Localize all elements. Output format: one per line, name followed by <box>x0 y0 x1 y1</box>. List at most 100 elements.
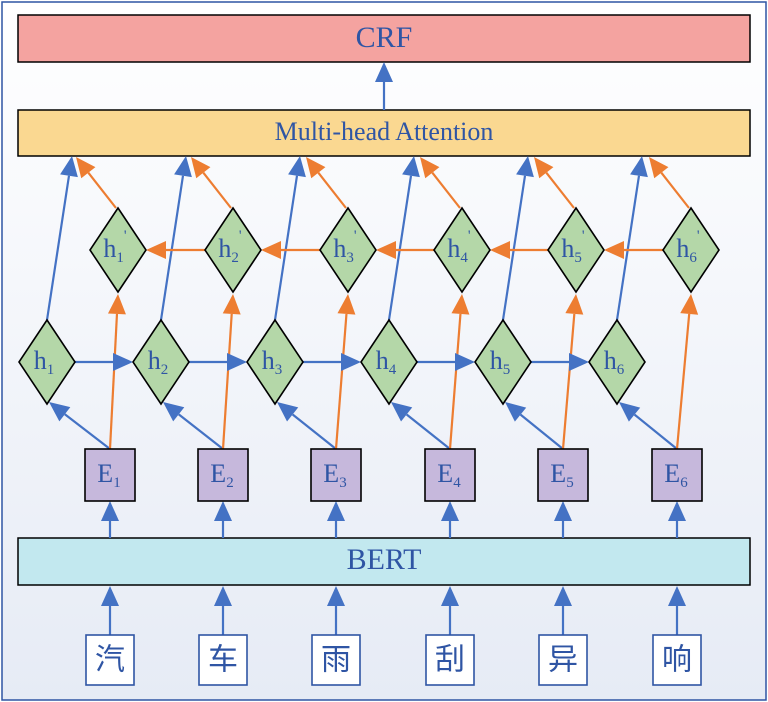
token-6-to-bert-arrow <box>668 586 686 635</box>
backward-6-to-attention-arrow <box>649 157 690 209</box>
backward-state-2-label: h2' <box>218 228 242 266</box>
crf-label: CRF <box>356 21 413 54</box>
backward-1-to-attention-arrow <box>76 157 117 209</box>
forward-state-1 <box>18 318 76 406</box>
embedding-2-to-forward-arrow <box>163 402 224 450</box>
bert-to-embedding-5-arrow <box>554 501 572 538</box>
forward-state-2-label: h2 <box>148 346 169 378</box>
token-2-box <box>198 634 248 686</box>
embedding-4 <box>424 448 476 502</box>
embedding-4-label: E4 <box>437 459 461 491</box>
backward-state-1-label: h1' <box>103 228 127 266</box>
backward-2-to-attention-arrow <box>191 157 232 209</box>
token-1-label: 汽 <box>95 643 125 678</box>
forward-5-to-attention-arrow <box>501 156 534 321</box>
nodes-layer: h1 h1' E1 汽 h2 h2' E2 车 h3 h3' E3 雨 h4 h4' E4 刮 h5 h5' E5 异… <box>18 206 720 686</box>
embedding-2-label: E2 <box>210 459 233 491</box>
forward-3-to-4-arrow <box>303 353 361 371</box>
bert-to-embedding-2-arrow <box>214 501 232 538</box>
backward-state-6 <box>662 206 720 294</box>
backward-state-4 <box>433 206 491 294</box>
backward-state-2 <box>204 206 262 294</box>
forward-3-to-attention-arrow <box>273 156 306 321</box>
forward-state-3 <box>246 318 304 406</box>
forward-state-3-label: h3 <box>262 346 283 378</box>
forward-state-4-label: h4 <box>376 346 397 378</box>
backward-state-5-label: h5' <box>561 228 585 266</box>
token-3-label: 雨 <box>321 643 351 678</box>
forward-4-to-attention-arrow <box>387 156 420 321</box>
forward-state-6 <box>588 318 646 406</box>
embedding-1-label: E1 <box>97 459 120 491</box>
forward-4-to-5-arrow <box>417 353 475 371</box>
attention-label: Multi-head Attention <box>275 117 494 146</box>
forward-2-to-attention-arrow <box>159 156 192 321</box>
backward-state-3-label: h3' <box>333 228 357 266</box>
backward-3-to-2-arrow <box>261 241 320 259</box>
embedding-5 <box>537 448 589 502</box>
forward-state-6-label: h6 <box>604 346 625 378</box>
backward-4-to-attention-arrow <box>420 157 461 209</box>
token-1-to-bert-arrow <box>101 586 119 635</box>
embedding-3-to-forward-arrow <box>277 402 337 450</box>
token-4-box <box>425 634 475 686</box>
backward-6-to-5-arrow <box>604 241 663 259</box>
bert-to-embedding-4-arrow <box>441 501 459 538</box>
backward-4-to-3-arrow <box>376 241 434 259</box>
embedding-1-to-backward-arrow <box>107 294 126 450</box>
token-5-label: 异 <box>548 643 578 678</box>
embedding-3-label: E3 <box>323 459 346 491</box>
backward-5-to-4-arrow <box>490 241 548 259</box>
backward-3-to-attention-arrow <box>306 157 347 209</box>
forward-state-2 <box>132 318 190 406</box>
token-1-box <box>85 634 135 686</box>
embedding-4-to-forward-arrow <box>391 402 451 450</box>
bert-to-embedding-6-arrow <box>668 501 686 538</box>
embedding-5-to-forward-arrow <box>505 402 564 450</box>
forward-1-to-2-arrow <box>75 353 133 371</box>
embedding-6-label: E6 <box>664 459 688 491</box>
embedding-5-label: E5 <box>550 459 573 491</box>
backward-state-5 <box>547 206 605 294</box>
embedding-1-to-forward-arrow <box>49 402 111 450</box>
backward-state-4-label: h4' <box>447 228 471 266</box>
embedding-3 <box>310 448 362 502</box>
token-2-to-bert-arrow <box>214 586 232 635</box>
forward-1-to-attention-arrow <box>45 156 78 321</box>
forward-5-to-6-arrow <box>531 353 589 371</box>
bert-to-embedding-1-arrow <box>101 501 119 538</box>
embedding-6-to-backward-arrow <box>675 294 699 450</box>
forward-state-1-label: h1 <box>34 346 55 378</box>
token-6-label: 响 <box>662 643 692 678</box>
forward-state-5 <box>474 318 532 406</box>
attention-to-crf-arrow <box>375 62 393 110</box>
embedding-5-to-backward-arrow <box>561 294 584 450</box>
token-6-box <box>652 634 702 686</box>
forward-2-to-3-arrow <box>189 353 247 371</box>
token-5-to-bert-arrow <box>554 586 572 635</box>
forward-state-5-label: h5 <box>490 346 511 378</box>
token-4-label: 刮 <box>435 643 465 678</box>
bert-layer <box>17 537 751 586</box>
backward-5-to-attention-arrow <box>534 157 575 209</box>
bert-label: BERT <box>347 543 422 576</box>
token-5-box <box>538 634 588 686</box>
embedding-6-to-forward-arrow <box>619 402 678 450</box>
token-2-label: 车 <box>208 643 238 678</box>
forward-state-4 <box>360 318 418 406</box>
embedding-4-to-backward-arrow <box>448 294 470 450</box>
token-4-to-bert-arrow <box>441 586 459 635</box>
forward-6-to-attention-arrow <box>615 156 648 321</box>
backward-2-to-1-arrow <box>146 241 205 259</box>
embedding-1 <box>84 448 136 502</box>
embedding-6 <box>651 448 703 502</box>
embedding-2 <box>197 448 249 502</box>
token-3-box <box>311 634 361 686</box>
token-3-to-bert-arrow <box>327 586 345 635</box>
backward-state-6-label: h6' <box>676 228 700 266</box>
embedding-3-to-backward-arrow <box>334 294 356 450</box>
backward-state-1 <box>89 206 147 294</box>
embedding-2-to-backward-arrow <box>221 294 241 450</box>
